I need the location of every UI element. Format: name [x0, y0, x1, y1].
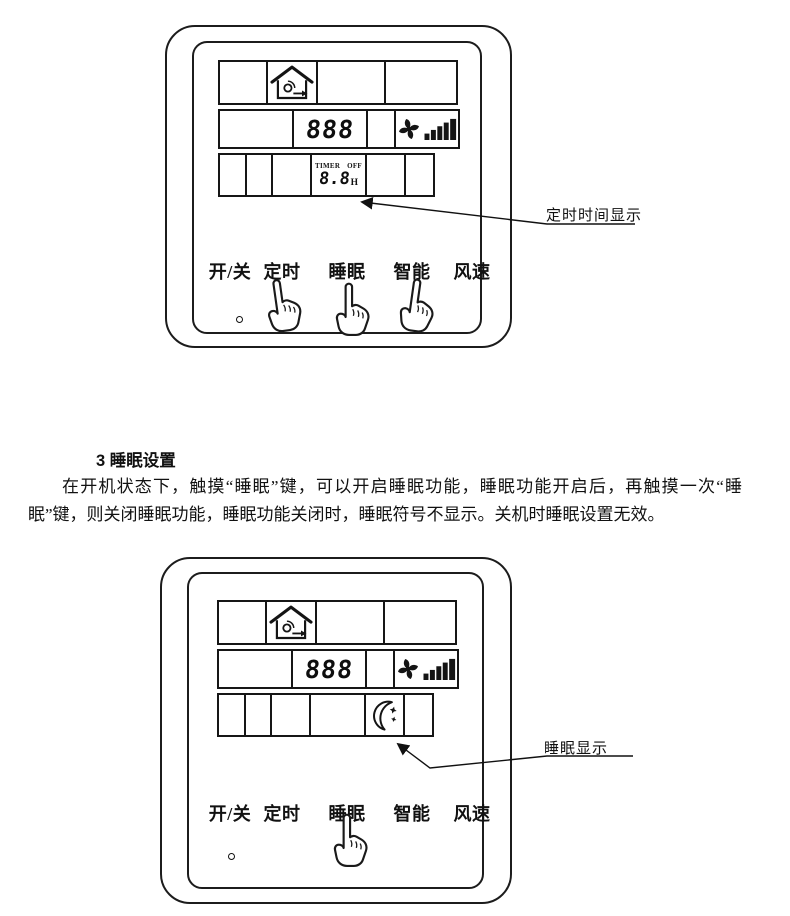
timer-state: OFF: [347, 162, 362, 170]
timer-unit: H: [350, 177, 359, 188]
fan-icon: [399, 119, 419, 139]
lcd-cell: [384, 60, 458, 105]
temperature-digits: 888: [304, 114, 356, 144]
timer-demo-panel: 888 TIMER OFF 8.8: [165, 25, 512, 348]
house-airflow-icon: [270, 65, 314, 100]
timer-callout-label: 定时时间显示: [546, 208, 643, 224]
lcd-cell: [404, 153, 435, 197]
lcd-cell: [244, 693, 272, 737]
lcd-cell: [309, 693, 366, 737]
sleep-callout-label: 睡眠显示: [544, 741, 609, 757]
sleep-demo-panel: 888 开/关 定时 睡眠: [160, 557, 512, 904]
lcd-cell-fan: [394, 109, 460, 149]
timer-label: TIMER: [315, 162, 341, 170]
lcd-row: [217, 600, 459, 645]
lcd-cell-timer: TIMER OFF 8.8 H: [310, 153, 367, 197]
lcd-display: 888 TIMER OFF 8.8: [218, 60, 460, 201]
lcd-cell: [218, 153, 247, 197]
lcd-row: [217, 693, 459, 737]
lcd-row: TIMER OFF 8.8 H: [218, 153, 460, 197]
sleep-key: 睡眠: [328, 262, 366, 282]
lcd-cell: [383, 600, 457, 645]
lcd-cell-moon: [364, 693, 405, 737]
lcd-cell: [403, 693, 434, 737]
pointing-hand-icon: [263, 276, 304, 334]
timer-key: 定时: [263, 804, 301, 824]
lcd-cell: [271, 153, 312, 197]
power-key: 开/关: [208, 804, 252, 824]
lcd-row: 888: [218, 109, 460, 149]
lcd-cell: [217, 600, 267, 645]
lcd-cell: [245, 153, 273, 197]
fan-speed-key: 风速: [453, 804, 491, 824]
lcd-cell: [217, 693, 246, 737]
lcd-cell: [270, 693, 311, 737]
smart-key: 智能: [393, 262, 431, 282]
timer-value: 8.8: [317, 169, 351, 189]
timer-value-row: 8.8 H: [317, 169, 359, 189]
panel-face: 888 TIMER OFF 8.8: [192, 41, 490, 336]
fan-speed-bars-icon: [423, 658, 456, 680]
lcd-cell-house: [265, 600, 317, 645]
lcd-cell: [217, 649, 293, 689]
fan-speed-bars-icon: [424, 118, 457, 140]
lcd-cell-house: [266, 60, 318, 105]
lcd-cell: [316, 60, 386, 105]
lcd-display: 888: [217, 600, 459, 741]
lcd-cell: [315, 600, 385, 645]
lcd-cell: [218, 109, 294, 149]
section-heading: 3 睡眠设置: [96, 452, 176, 470]
lcd-cell-fan: [393, 649, 459, 689]
timer-key: 定时: [263, 262, 301, 282]
smart-key: 智能: [393, 804, 431, 824]
power-key: 开/关: [208, 262, 252, 282]
lcd-cell: [218, 60, 268, 105]
lcd-cell: [366, 109, 396, 149]
lcd-row: 888: [217, 649, 459, 689]
sleep-moon-icon: [369, 697, 402, 733]
house-airflow-icon: [269, 605, 313, 640]
lcd-row: [218, 60, 460, 105]
temperature-digits: 888: [303, 654, 355, 684]
fan-icon: [398, 659, 418, 679]
indicator-dot: [228, 853, 235, 860]
pointing-hand-icon: [333, 813, 368, 867]
pointing-hand-icon: [397, 276, 439, 335]
timer-head: TIMER OFF: [315, 162, 362, 170]
lcd-cell: [365, 649, 395, 689]
lcd-cell-digits: 888: [291, 649, 367, 689]
indicator-dot: [236, 316, 243, 323]
panel-face: 888 开/关 定时 睡眠: [187, 572, 490, 889]
fan-speed-key: 风速: [453, 262, 491, 282]
lcd-cell-digits: 888: [292, 109, 368, 149]
pointing-hand-icon: [335, 282, 370, 336]
section-body: 在开机状态下，触摸“睡眠”键，可以开启睡眠功能，睡眠功能开启后，再触摸一次“睡眠…: [28, 477, 742, 524]
lcd-cell: [365, 153, 406, 197]
